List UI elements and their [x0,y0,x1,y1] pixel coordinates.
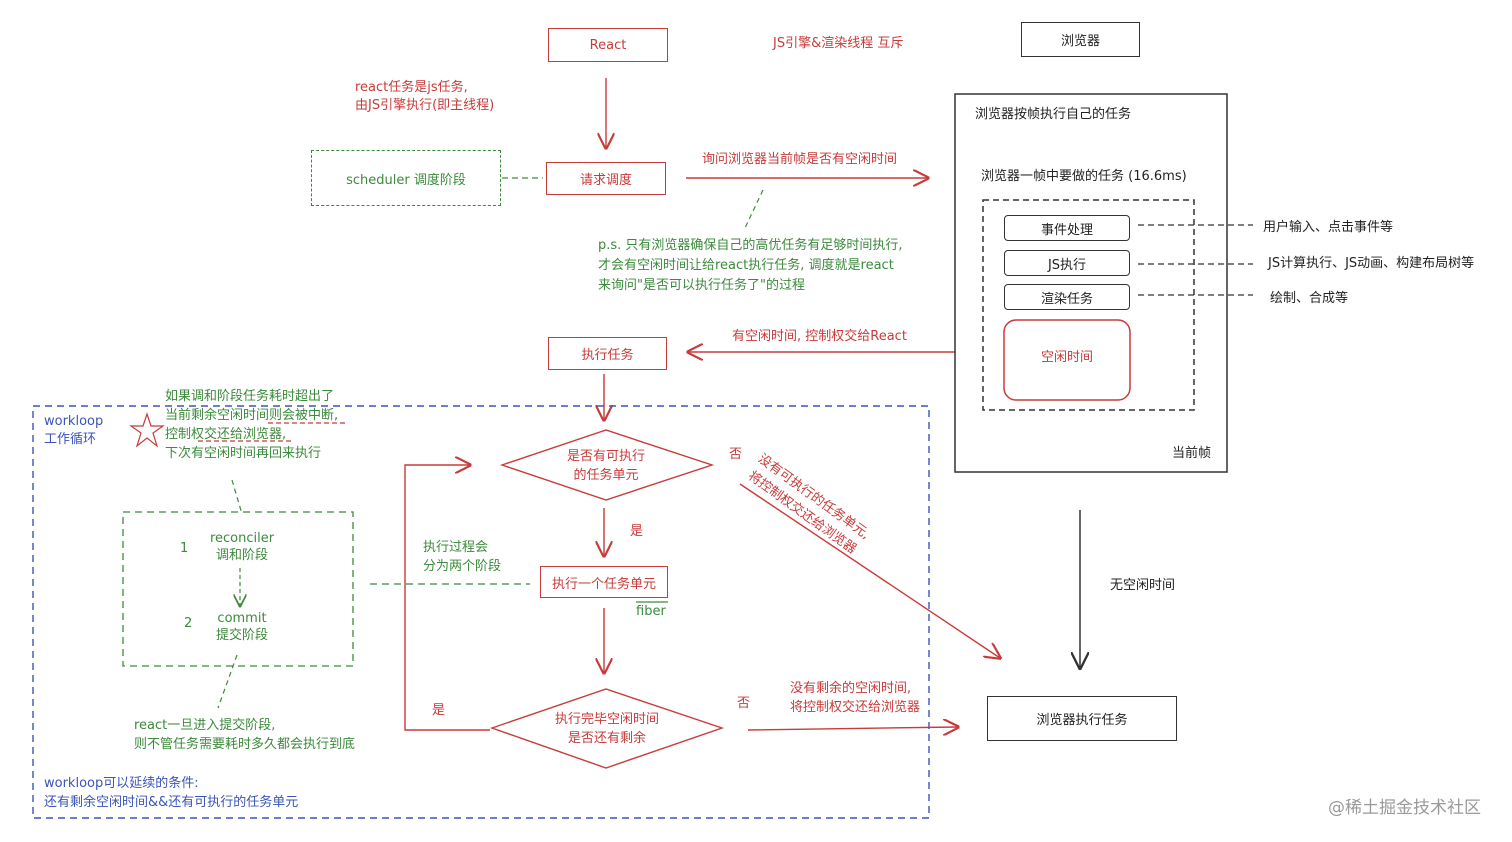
workloop-label-cn: 工作循环 [44,432,97,447]
arrow-loop-back [404,465,490,731]
interrupt-note-3: 控制权交还给浏览器, [165,427,287,442]
frame-item-events: 事件处理 [1004,215,1130,241]
exec-phases-note-1: 执行过程会 [423,540,489,555]
request-schedule-box: 请求调度 [546,162,666,195]
ps-note-1: p.s. 只有浏览器确保自己的高优任务有足够时间执行, [598,238,903,253]
frame-note-3: 绘制、合成等 [1270,291,1349,306]
arrow-no-idle-to-browser [747,727,958,730]
decision-2-text-b: 是否还有剩余 [567,731,646,746]
has-idle-note: 有空闲时间, 控制权交给React [732,329,907,344]
commit-en: commit [217,611,267,626]
decision-2-no: 否 [737,696,751,711]
decision-2-yes: 是 [432,703,446,718]
frame-title: 浏览器按帧执行自己的任务 [975,107,1132,122]
decision-has-unit [499,429,715,501]
no-idle-left-note-1: 没有剩余的空闲时间, [790,681,912,696]
arrow-no-unit-to-browser [739,483,1000,658]
dashed-interrupt-pointer [231,479,243,515]
phases-box [122,511,354,667]
no-idle-label: 无空闲时间 [1110,578,1176,593]
interrupt-note-1: 如果调和阶段任务耗时超出了 [165,389,335,404]
mutex-note: JS引擎&渲染线程 互斥 [773,36,904,51]
react-box: React [548,28,668,62]
frame-note-2: JS计算执行、JS动画、构建布局树等 [1268,256,1475,271]
continue-condition-1: workloop可以延续的条件: [44,776,199,791]
decision-1-text-a: 是否有可执行 [566,449,645,464]
browser-box: 浏览器 [1021,22,1140,57]
decision-1-text-b: 的任务单元 [573,468,639,483]
decision-2-text-a: 执行完毕空闲时间 [554,712,659,727]
workloop-label-en: workloop [44,414,104,429]
frame-item-js: JS执行 [1004,250,1130,276]
react-task-note-1: react任务是js任务, [355,80,468,95]
frame-note-1: 用户输入、点击事件等 [1263,220,1394,235]
frame-idle-label: 空闲时间 [1040,350,1093,365]
decision-1-no: 否 [729,447,743,462]
decision-idle-left [489,688,725,769]
ask-browser-note: 询问浏览器当前帧是否有空闲时间 [702,152,898,167]
browser-execute-box: 浏览器执行任务 [987,696,1177,741]
interrupt-note-2: 当前剩余空闲时间则会被中断, [165,408,339,423]
execute-unit-box: 执行一个任务单元 [540,566,668,598]
reconciler-number: 1 [180,541,189,556]
frame-tasks-box [982,199,1195,411]
star-icon [129,412,165,448]
decision-1-yes: 是 [630,524,644,539]
current-frame-label: 当前帧 [1172,446,1212,461]
frame-subtitle: 浏览器一帧中要做的任务 (16.6ms) [981,169,1187,184]
reconciler-cn: 调和阶段 [215,548,268,563]
exec-phases-note-2: 分为两个阶段 [423,559,502,574]
reconciler-en: reconciler [209,531,275,546]
watermark: @稀土掘金技术社区 [1328,798,1481,818]
ps-note-2: 才会有空闲时间让给react执行任务, 调度就是react [598,258,894,273]
dashed-ps-pointer [744,189,764,229]
fiber-label: fiber [636,604,666,619]
scheduler-box: scheduler 调度阶段 [311,150,501,206]
ps-note-3: 来询问"是否可以执行任务了"的过程 [598,278,805,293]
interrupt-note-4: 下次有空闲时间再回来执行 [165,446,322,461]
react-task-note-2: 由JS引擎执行(即主线程) [355,98,495,113]
scheduler-label: scheduler 调度阶段 [346,172,466,188]
idle-time-box [1003,319,1131,401]
workloop-box [32,405,930,819]
commit-note-2: 则不管任务需要耗时多久都会执行到底 [134,737,356,752]
dashed-commit-pointer [217,654,238,709]
commit-note-1: react一旦进入提交阶段, [134,718,276,733]
continue-condition-2: 还有剩余空闲时间&&还有可执行的任务单元 [44,795,299,810]
execute-task-box: 执行任务 [548,337,667,370]
commit-cn: 提交阶段 [215,628,268,643]
commit-number: 2 [184,616,193,631]
browser-frame-box [954,93,1228,473]
no-idle-left-note-2: 将控制权交还给浏览器 [790,700,921,715]
frame-item-render: 渲染任务 [1004,284,1130,310]
